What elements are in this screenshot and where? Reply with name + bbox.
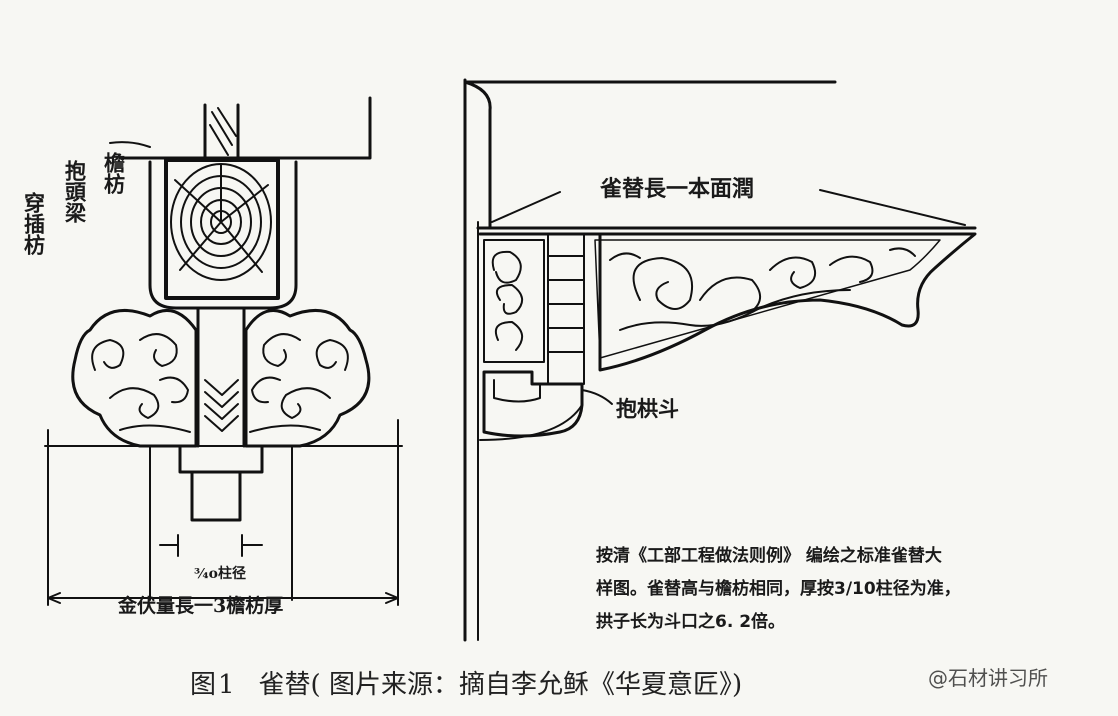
note-line-1: 按清《工部工程做法则例》 编绘之标准雀替大 xyxy=(596,546,942,566)
watermark: @石材讲习所 xyxy=(928,666,1048,690)
beam-outline xyxy=(118,96,372,160)
wood-grain xyxy=(170,163,272,281)
note-text: 按清《工部工程做法则例》 编绘之标准雀替大 样图。雀替高与檐枋相同，厚按3/10… xyxy=(596,540,1096,639)
figure-caption: 图1 雀替( 图片来源：摘自李允稣《华夏意匠》) xyxy=(190,664,742,701)
yan-fang-block xyxy=(148,160,298,310)
cloud-ornament-right xyxy=(244,308,371,448)
label-que-ti-length: 雀替長一本面潤 xyxy=(599,176,754,202)
post-lower xyxy=(196,306,246,448)
scroll-carving xyxy=(594,239,941,359)
post-foot xyxy=(178,444,264,474)
leader-line xyxy=(581,389,613,405)
figure-number: 图1 xyxy=(190,670,237,700)
section-view xyxy=(44,96,403,606)
cloud-ornament-left xyxy=(71,308,198,448)
label-fraction-dimension: ¾o柱径 xyxy=(194,565,246,582)
label-bottom-dimension: 金伏量長一3檐枋厚 xyxy=(117,594,283,617)
tenon xyxy=(190,470,242,522)
yan-fang-inner xyxy=(164,158,280,300)
elevation-view xyxy=(463,78,977,642)
side-panel xyxy=(483,239,545,363)
note-line-2: 样图。雀替高与檐枋相同，厚按3/10柱径为准， xyxy=(596,579,961,599)
leader-line xyxy=(109,141,151,148)
label-yan-fang: 檐枋 xyxy=(102,151,127,195)
extension-lines xyxy=(47,419,399,606)
dou-block xyxy=(482,370,584,438)
caption-text: 雀替( 图片来源：摘自李允稣《华夏意匠》) xyxy=(258,670,743,700)
note-line-3: 拱子长为斗口之6. 2倍。 xyxy=(596,612,786,632)
label-bao-guo-dou: 抱栱斗 xyxy=(616,396,679,421)
label-zhuanchuan-fang: 穿插枋 xyxy=(22,191,47,256)
que-ti-body xyxy=(478,232,977,372)
label-baotou-tiao: 抱頭梁 xyxy=(63,159,88,224)
post-upper xyxy=(203,103,240,160)
